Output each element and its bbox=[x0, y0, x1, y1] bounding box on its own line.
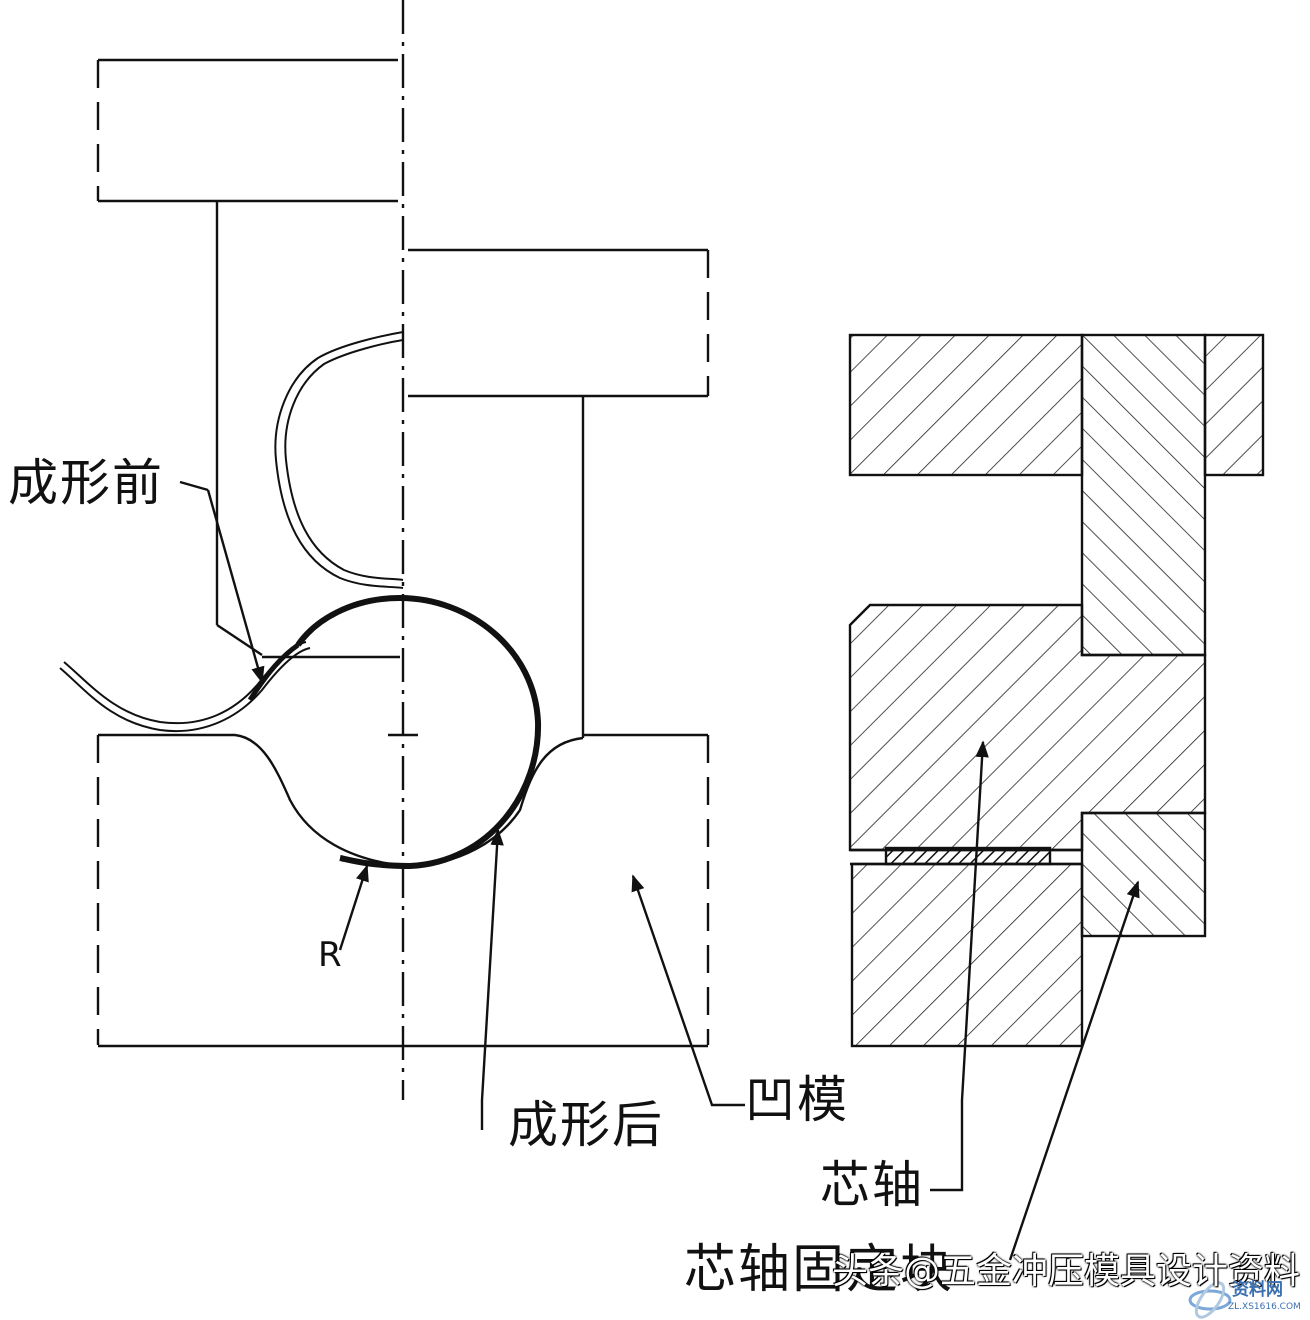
upper-right-punch bbox=[408, 248, 710, 738]
arrow-r bbox=[338, 864, 369, 951]
fixing-block bbox=[1080, 811, 1207, 938]
watermark-site-name: 资料网 bbox=[1232, 1280, 1283, 1300]
label-after-forming: 成形后 bbox=[508, 1096, 664, 1154]
holder-piece bbox=[1080, 333, 1207, 657]
right-figure bbox=[848, 333, 1265, 1261]
label-before-forming: 成形前 bbox=[8, 454, 164, 512]
arrow-mandrel bbox=[930, 740, 989, 1192]
arrow-before bbox=[206, 489, 265, 684]
arrow-fixing-block bbox=[1008, 880, 1140, 1261]
strip-before-lower bbox=[59, 647, 311, 733]
label-mandrel: 芯轴 bbox=[820, 1156, 924, 1214]
top-block bbox=[848, 333, 1084, 477]
arrow-after bbox=[480, 828, 504, 1130]
watermark-site-url: ZL.XS1616.COM bbox=[1228, 1302, 1301, 1312]
left-figure bbox=[59, 0, 745, 1130]
watermark-attribution: 头条@五金冲压模具设计资料 bbox=[832, 1251, 1301, 1292]
label-r: R bbox=[318, 935, 342, 975]
site-logo-icon bbox=[1188, 1281, 1232, 1319]
strip-after-circle bbox=[295, 594, 542, 870]
die-block bbox=[96, 733, 710, 1048]
strip-before-upper bbox=[274, 331, 404, 589]
label-mandrel-fixing-block: 芯轴固定块 bbox=[684, 1240, 955, 1300]
label-die: 凹模 bbox=[745, 1071, 849, 1129]
arrow-die bbox=[631, 874, 745, 1107]
upper-left-punch bbox=[96, 58, 398, 656]
